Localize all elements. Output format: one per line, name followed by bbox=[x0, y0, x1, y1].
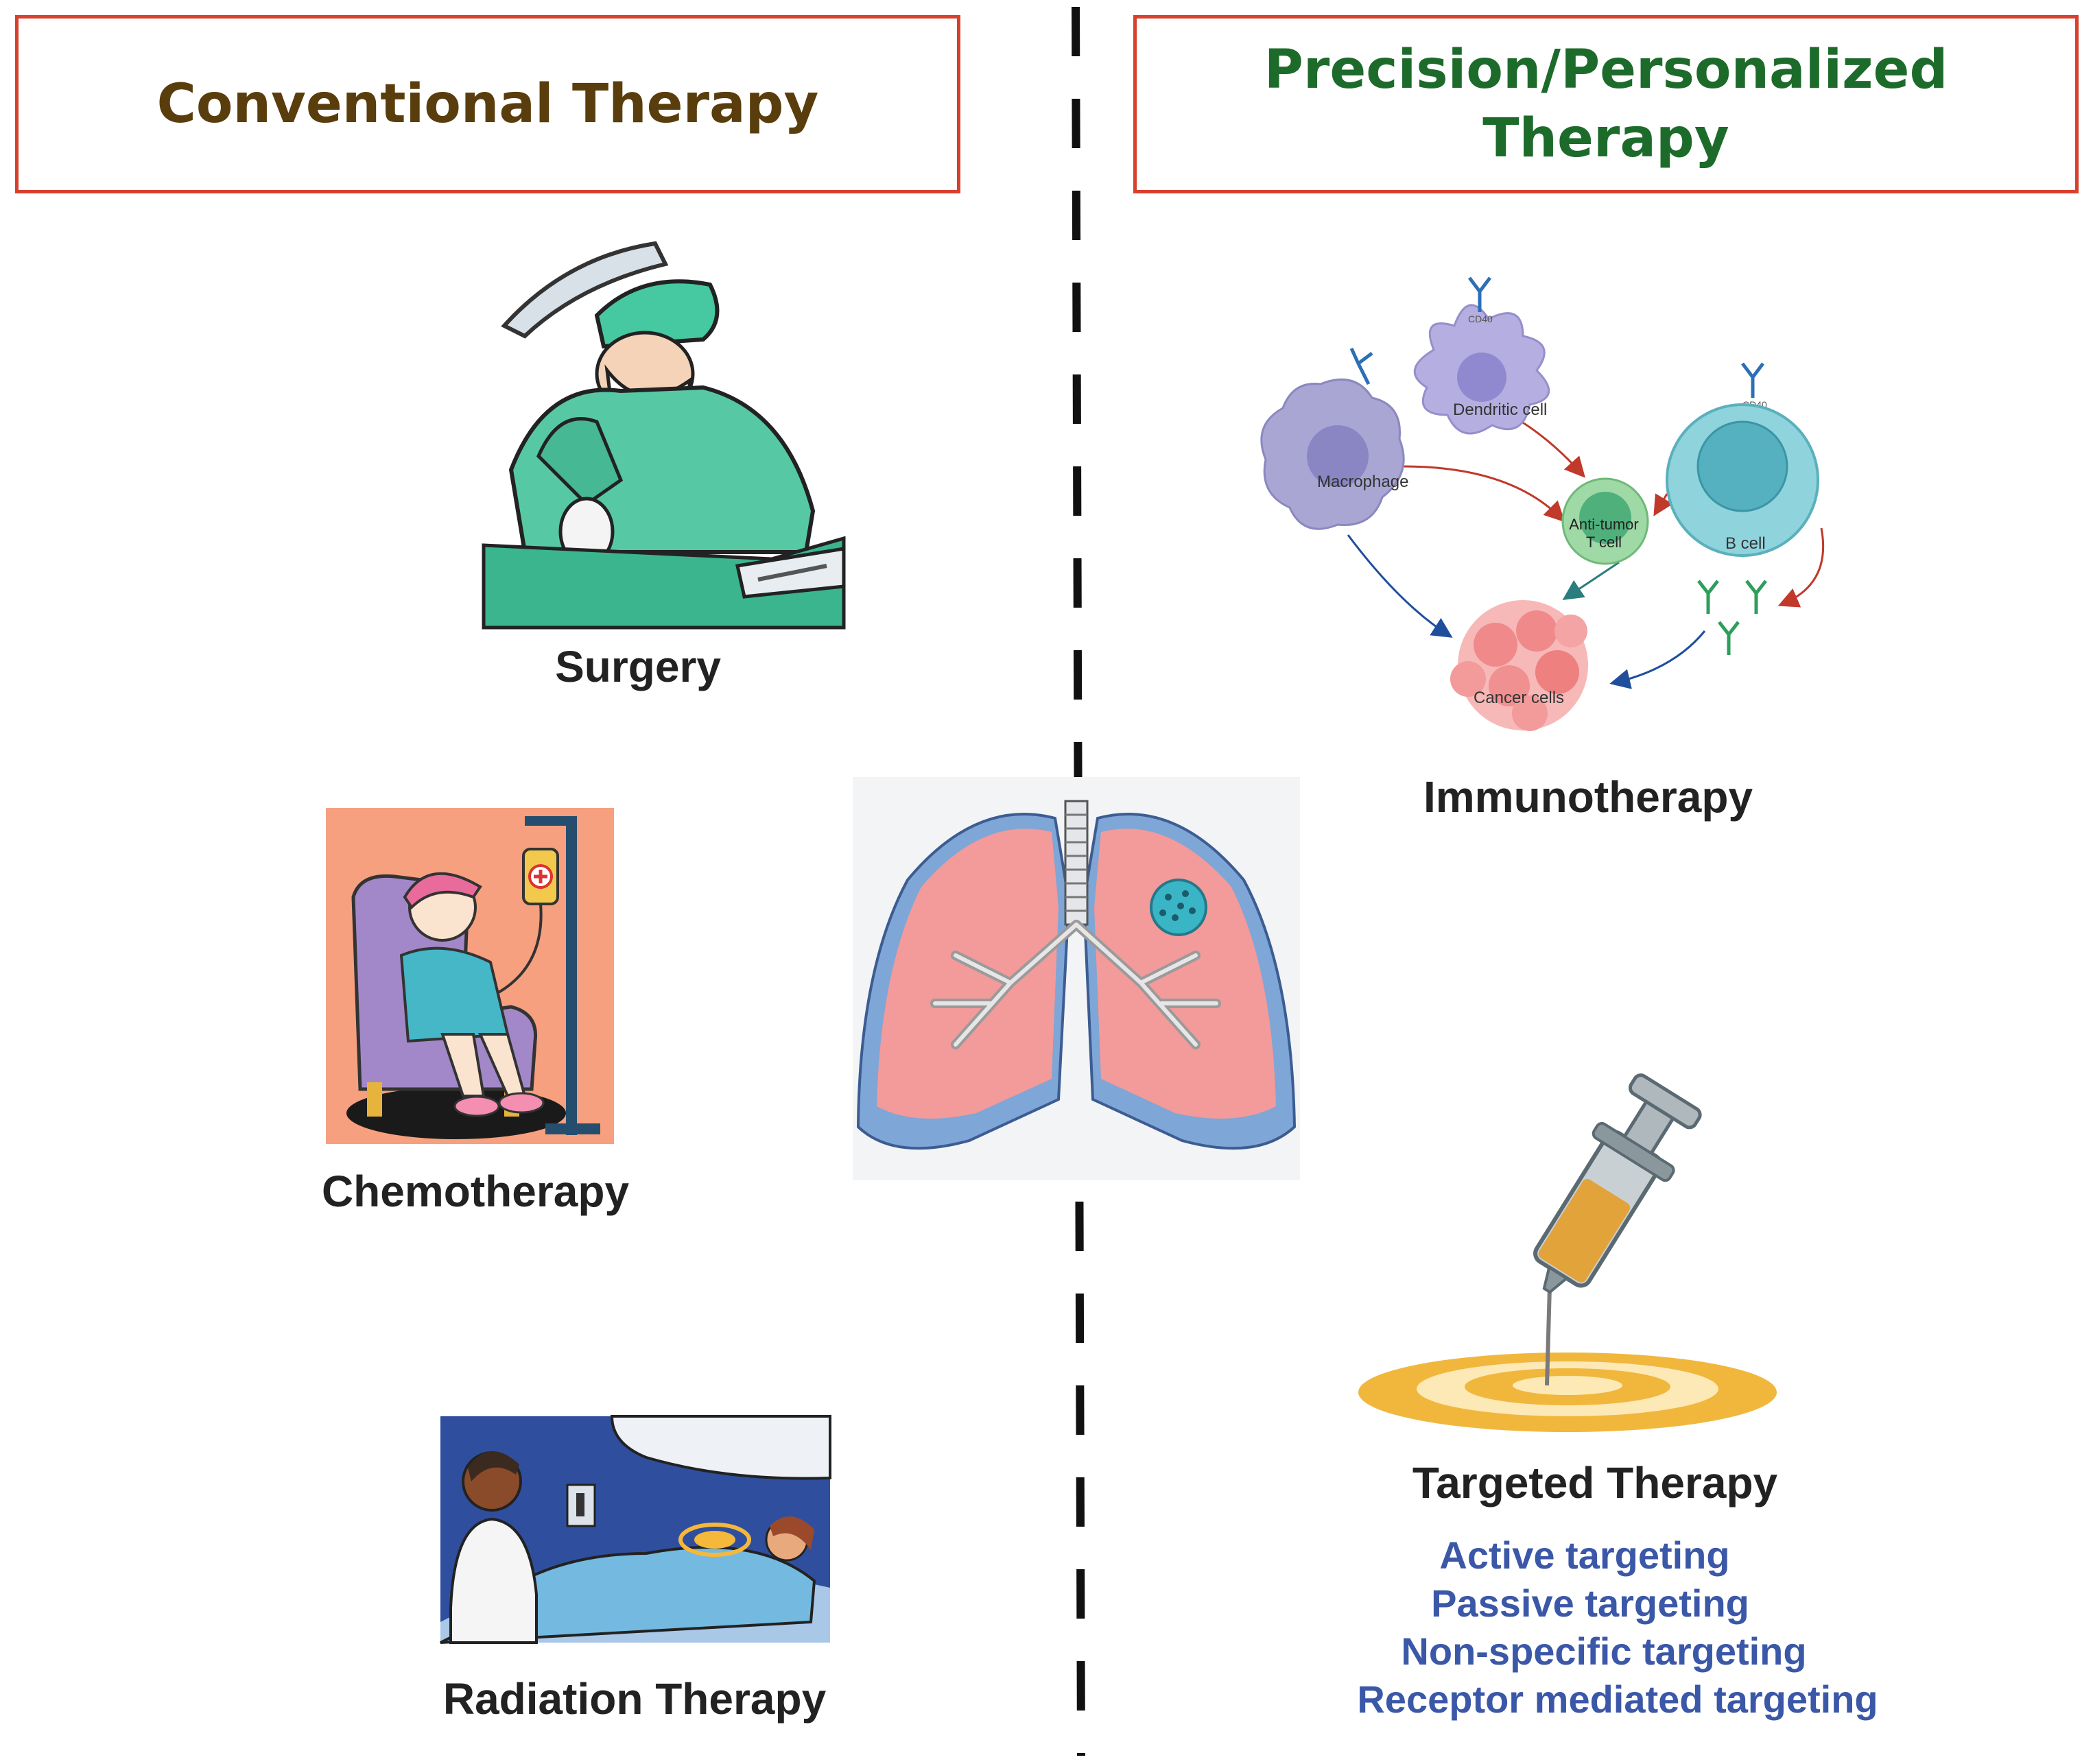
radiation-illustration bbox=[440, 1415, 831, 1644]
precision-therapy-title-line2: Therapy bbox=[1482, 108, 1729, 169]
chemotherapy-illustration bbox=[326, 808, 614, 1144]
active-targeting-text: Active targeting bbox=[1439, 1534, 1730, 1577]
radiation-therapy-label: Radiation Therapy bbox=[442, 1674, 827, 1724]
immunotherapy-diagram: Macrophage Dendritic cell CD40 CD40 B ce… bbox=[1260, 276, 1825, 731]
targeted-therapy-illustration bbox=[1358, 1073, 1777, 1432]
t-cell-label-line1: Anti-tumor bbox=[1569, 516, 1638, 533]
receptor-mediated-targeting-text: Receptor mediated targeting bbox=[1357, 1678, 1878, 1721]
lungs-illustration bbox=[853, 777, 1300, 1180]
cd40-label-dendritic: CD40 bbox=[1468, 313, 1493, 324]
macrophage-label: Macrophage bbox=[1317, 473, 1408, 491]
conventional-therapy-title: Conventional Therapy bbox=[156, 73, 819, 135]
t-cell-label-line2: T cell bbox=[1586, 534, 1622, 551]
dendritic-cell-label: Dendritic cell bbox=[1453, 401, 1547, 419]
conventional-therapy-header: Conventional Therapy bbox=[15, 15, 960, 193]
precision-therapy-header: Precision/Personalized Therapy bbox=[1133, 15, 2079, 193]
precision-therapy-title-line1: Precision/Personalized bbox=[1264, 39, 1948, 101]
cancer-cells-cluster bbox=[1450, 600, 1588, 731]
surgery-illustration bbox=[482, 241, 846, 630]
b-cell-label: B cell bbox=[1725, 534, 1766, 553]
cancer-cells-label: Cancer cells bbox=[1474, 689, 1564, 707]
immunotherapy-label: Immunotherapy bbox=[1423, 772, 1753, 822]
targeted-therapy-label: Targeted Therapy bbox=[1412, 1458, 1778, 1507]
passive-targeting-text: Passive targeting bbox=[1431, 1582, 1749, 1625]
chemotherapy-label: Chemotherapy bbox=[321, 1167, 630, 1216]
surgery-label: Surgery bbox=[555, 642, 721, 691]
non-specific-targeting-text: Non-specific targeting bbox=[1401, 1630, 1807, 1673]
